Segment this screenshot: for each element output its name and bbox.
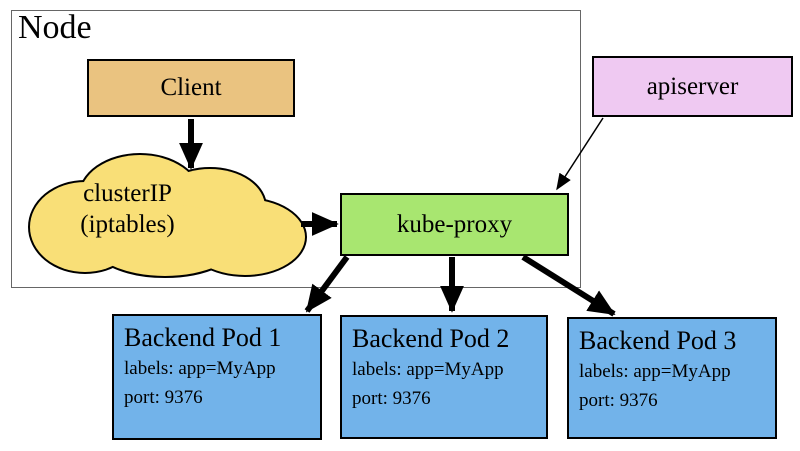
cluster-ip-line1: clusterIP — [83, 180, 172, 207]
client-label: Client — [160, 74, 222, 101]
apiserver-box: apiserver — [592, 56, 793, 117]
cloud-body — [30, 155, 305, 276]
pod-title: Backend Pod 2 — [352, 324, 510, 353]
node-container: Node — [11, 9, 581, 288]
client-box: Client — [87, 59, 295, 117]
kube-proxy-label: kube-proxy — [396, 210, 513, 238]
cluster-ip-label: clusterIP (iptables) — [45, 178, 210, 240]
pod-port: port: 9376 — [352, 388, 431, 409]
pod-port: port: 9376 — [124, 387, 203, 408]
pod-title: Backend Pod 1 — [124, 323, 282, 352]
backend-pod-1: Backend Pod 1 labels: app=MyApp port: 93… — [112, 314, 322, 440]
node-label: Node — [18, 9, 92, 46]
backend-pod-2: Backend Pod 2 labels: app=MyApp port: 93… — [340, 315, 548, 439]
kube-proxy-box: kube-proxy — [340, 193, 569, 256]
pod-title: Backend Pod 3 — [579, 326, 737, 355]
pod-labels: labels: app=MyApp — [124, 358, 276, 379]
cluster-ip-cloud — [28, 153, 307, 278]
pod-port: port: 9376 — [579, 390, 658, 411]
backend-pod-3: Backend Pod 3 labels: app=MyApp port: 93… — [567, 317, 777, 439]
apiserver-label: apiserver — [646, 72, 739, 100]
pod-labels: labels: app=MyApp — [579, 361, 731, 382]
pod-labels: labels: app=MyApp — [352, 359, 504, 380]
cluster-ip-line2: (iptables) — [80, 211, 175, 238]
